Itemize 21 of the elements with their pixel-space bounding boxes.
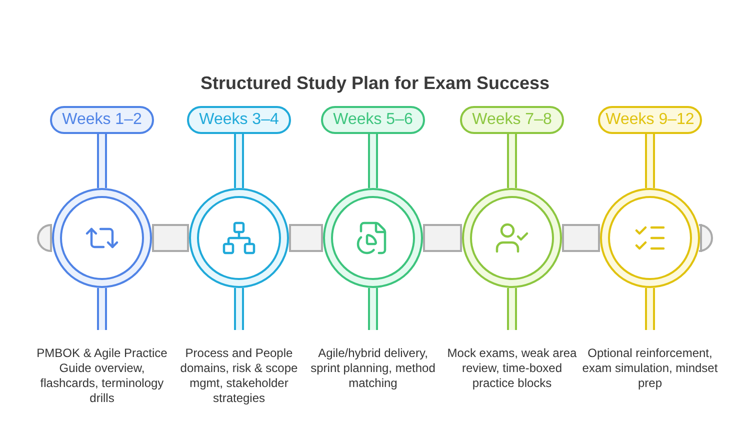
stem-connector [368, 288, 378, 330]
stem-connector [97, 134, 107, 188]
stem-connector [645, 134, 655, 188]
description-text: Process and People domains, risk & scope mgmt, stakeholder strategies [179, 346, 299, 406]
description-text: PMBOK & Agile Practice Guide overview, flashcards, terminology drills [36, 346, 168, 406]
stem-connector [97, 288, 107, 330]
stem-connector [368, 134, 378, 188]
stem-connector [234, 134, 244, 188]
stem-connector [507, 134, 517, 188]
stem-connector [234, 288, 244, 330]
title: Structured Study Plan for Exam Success [199, 72, 551, 95]
week-pill: Weeks 7–8 [460, 106, 564, 134]
week-pill: Weeks 9–12 [598, 106, 702, 134]
description-text: Agile/hybrid delivery, sprint planning, method matching [310, 346, 436, 391]
stem-connector [507, 288, 517, 330]
week-pill: Weeks 1–2 [50, 106, 154, 134]
week-pill: Weeks 3–4 [187, 106, 291, 134]
stem-connector [645, 288, 655, 330]
description-text: Mock exams, weak area review, time-boxed practice blocks [446, 346, 578, 391]
week-pill: Weeks 5–6 [321, 106, 425, 134]
description-text: Optional reinforcement, exam simulation, mindset prep [582, 346, 718, 391]
